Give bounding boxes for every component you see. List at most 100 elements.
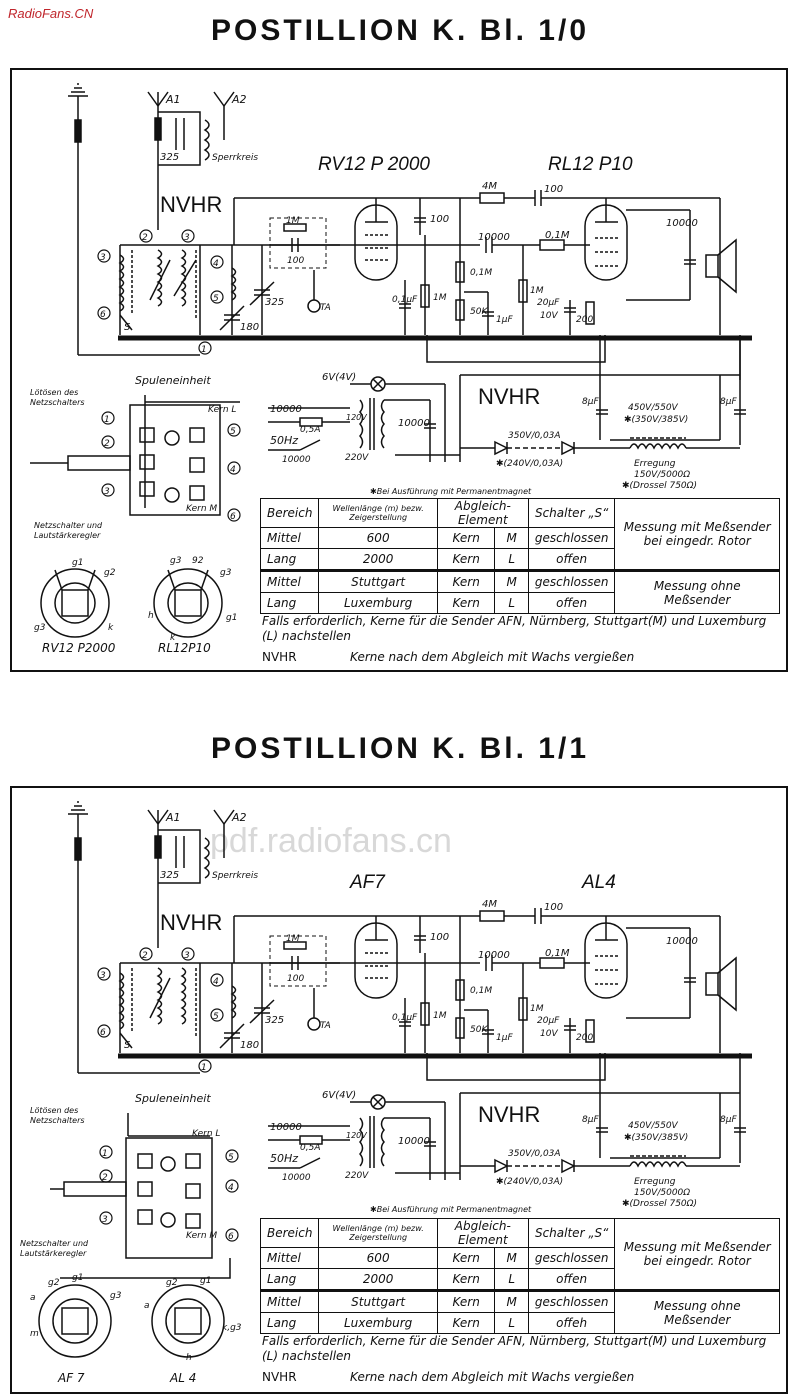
label-sperrkreis: Sperrkreis — [212, 153, 258, 163]
label-10000-e-2: 10000 — [398, 1136, 430, 1147]
u-term-4: 4 — [230, 465, 236, 475]
switch-s-2: S — [124, 1040, 131, 1051]
u-term-3-2: 3 — [102, 1215, 108, 1225]
base1-pin-k: k — [108, 623, 114, 633]
tube-base-1 — [40, 568, 110, 638]
note-nvhr-2: NVHR — [262, 1370, 297, 1384]
term-3: 3 — [100, 253, 106, 263]
base2-pin-b: 92 — [192, 556, 204, 566]
th-abgleich: Abgleich-Element — [436, 498, 529, 528]
speaker-1 — [705, 238, 737, 294]
label-20uf: 20µF — [537, 298, 560, 308]
label-a2: A2 — [231, 93, 247, 106]
base3-pin-g1: g1 — [72, 1273, 83, 1283]
label-325-top-2: 325 — [160, 870, 179, 881]
tube-1-label-2: AF7 — [349, 872, 386, 893]
base1-pin-g1: g1 — [72, 558, 83, 568]
term-3-2: 3 — [100, 971, 106, 981]
messung-2: Messung ohne Meßsender — [614, 569, 780, 614]
label-10000-spk-2: 10000 — [666, 936, 698, 947]
label-ta-2: TA — [320, 1021, 331, 1031]
label-kern-m-2: Kern M — [186, 1231, 217, 1241]
earth-symbol-2 — [68, 801, 200, 1074]
label-fuse-2: 0,5A — [300, 1143, 320, 1153]
label-100-a-2: 100 — [544, 902, 563, 913]
label-cap-v-2: 450V/550V — [628, 1121, 679, 1131]
label-fuse: 0,5A — [300, 425, 320, 435]
label-spule-2: Spuleneinheit — [135, 1092, 211, 1105]
term-5-2: 5 — [213, 1012, 219, 1022]
tube-base-3 — [38, 1284, 112, 1358]
schematic-panel-1 — [10, 68, 788, 672]
term-2-2: 2 — [142, 951, 148, 961]
label-100-b: 100 — [430, 214, 449, 225]
note-wachs-1: Kerne nach dem Abgleich mit Wachs vergie… — [350, 650, 635, 664]
th-schalter: Schalter „S“ — [527, 498, 616, 528]
unit-terminal-circles-1 — [101, 411, 241, 522]
label-10000-c: 10000 — [270, 404, 302, 415]
label-10v-2: 10V — [540, 1029, 558, 1039]
label-netz2: Netzschalter und — [34, 521, 103, 530]
note-nvhr-1: NVHR — [262, 650, 297, 664]
label-01uf-2: 0,1µF — [392, 1013, 418, 1023]
label-8uf-a: 8µF — [582, 397, 599, 407]
u-term-5: 5 — [230, 427, 236, 437]
power-supply-1 — [268, 376, 746, 462]
label-drossel: ✱(Drossel 750Ω) — [622, 481, 697, 491]
label-10000-b-2: 10000 — [478, 950, 510, 961]
label-1m-v2: 1M — [433, 293, 447, 303]
label-loetoesen: Lötösen des — [30, 388, 78, 397]
label-nvhr-3: NVHR — [160, 910, 222, 935]
label-sperrkreis-2: Sperrkreis — [212, 871, 258, 881]
wiring-2 — [118, 908, 746, 1180]
term-4: 4 — [213, 259, 219, 269]
label-a1: A1 — [165, 93, 181, 106]
label-10000-b: 10000 — [478, 232, 510, 243]
label-spule: Spuleneinheit — [135, 374, 211, 387]
label-8uf-b-2: 8µF — [720, 1115, 737, 1125]
label-permanent: ✱Bei Ausführung mit Permanentmagnet — [370, 487, 532, 496]
label-ta: TA — [320, 303, 331, 313]
u-term-1: 1 — [104, 415, 110, 425]
label-8uf-b: 8µF — [720, 397, 737, 407]
term-2: 2 — [142, 233, 148, 243]
label-1m-v: 1M — [530, 286, 544, 296]
label-50k: 50K — [470, 307, 488, 317]
term-6-2: 6 — [100, 1028, 106, 1038]
base1-label: RV12 P2000 — [42, 641, 116, 655]
term-6: 6 — [100, 310, 106, 320]
base2-pin-c: g3 — [220, 568, 232, 578]
label-a1-2: A1 — [165, 811, 181, 824]
th-abgleich-2: Abgleich-Element — [436, 1218, 529, 1248]
u-term-1-2: 1 — [102, 1149, 108, 1159]
label-laut-2: Lautstärkeregler — [20, 1249, 87, 1258]
label-cap-v: 450V/550V — [628, 403, 679, 413]
gridleak-box — [269, 217, 327, 269]
base1-pin-g3: g3 — [34, 623, 46, 633]
note-falls-1: Falls erforderlich, Kerne für die Sender… — [262, 614, 767, 643]
label-220v: 220V — [345, 453, 369, 463]
label-10000-c-2: 10000 — [270, 1122, 302, 1133]
label-50k-2: 50K — [470, 1025, 488, 1035]
antenna-a2 — [158, 91, 235, 166]
base4-label: AL 4 — [169, 1371, 196, 1385]
label-180: 180 — [240, 322, 259, 333]
label-permanent-2: ✱Bei Ausführung mit Permanentmagnet — [370, 1205, 532, 1214]
label-a2-2: A2 — [231, 811, 247, 824]
messung-1-2: Messung mit Meßsender bei eingedr. Rotor — [614, 1218, 780, 1291]
label-10000-spk: 10000 — [666, 218, 698, 229]
page-watermark: pdf.radiofans.cn — [210, 822, 452, 860]
label-10000-d: 10000 — [282, 455, 311, 465]
label-lamp: 6V(4V) — [322, 372, 356, 383]
base4-pin-kg3: k,g3 — [222, 1323, 242, 1333]
label-cap-v-alt-2: ✱(350V/385V) — [624, 1133, 688, 1143]
term-3b-2: 3 — [184, 951, 190, 961]
base3-pin-g3: g3 — [110, 1291, 122, 1301]
messung-1: Messung mit Meßsender bei eingedr. Rotor — [614, 498, 780, 571]
coil-unit-1 — [30, 395, 240, 516]
label-100-grid-2: 100 — [287, 974, 304, 984]
